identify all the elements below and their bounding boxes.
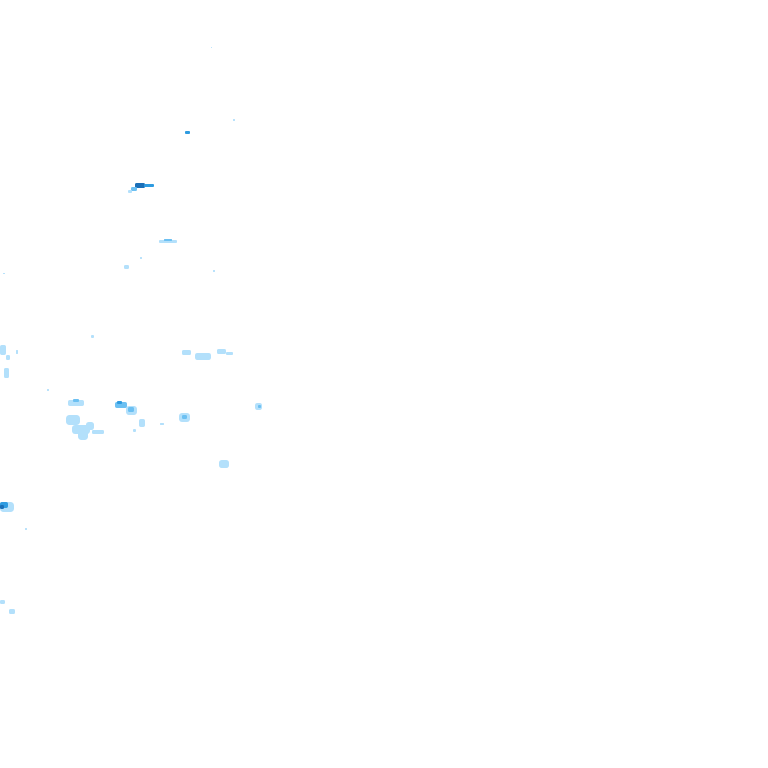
precip-echo-light <box>9 609 15 614</box>
precip-echo-medium <box>258 405 261 408</box>
precip-echo-light <box>213 270 215 272</box>
precip-echo-light <box>91 335 94 338</box>
precip-echo-light <box>159 240 177 243</box>
precip-echo-light <box>139 419 145 427</box>
precip-echo-strong <box>185 131 190 134</box>
precip-echo-light <box>226 352 233 355</box>
precip-echo-medium <box>182 415 187 419</box>
precip-echo-light <box>211 47 212 48</box>
precip-echo-light <box>6 355 10 360</box>
precip-echo-light <box>3 273 5 274</box>
precip-echo-light <box>133 429 136 432</box>
precip-echo-light <box>16 350 18 354</box>
precip-echo-strong <box>144 184 154 187</box>
precip-echo-light <box>182 350 191 355</box>
precip-echo-light <box>124 265 129 269</box>
precip-echo-light <box>0 345 6 355</box>
precip-echo-light <box>25 528 27 530</box>
precip-echo-light <box>86 422 94 430</box>
precip-echo-light <box>219 460 229 468</box>
precip-echo-heavy <box>0 505 4 509</box>
precip-echo-light <box>140 257 142 259</box>
precip-echo-light <box>66 415 80 425</box>
precipitation-echoes <box>0 47 262 614</box>
precip-echo-light <box>78 430 88 440</box>
precip-echo-medium <box>164 239 172 241</box>
precip-echo-light <box>68 400 84 406</box>
precip-echo-strong <box>117 401 122 404</box>
precip-echo-light <box>128 190 132 193</box>
precip-echo-light <box>233 119 235 121</box>
precip-echo-light <box>217 349 226 354</box>
precip-echo-heavy <box>135 183 145 188</box>
precip-echo-light <box>92 430 104 434</box>
precip-echo-medium <box>73 399 79 402</box>
precip-echo-light <box>195 353 211 360</box>
precip-echo-medium <box>131 187 137 191</box>
precip-echo-medium <box>128 407 134 412</box>
precip-echo-light <box>47 389 49 391</box>
precip-echo-light <box>0 600 5 604</box>
precip-echo-light <box>4 368 9 378</box>
precip-echo-light <box>160 423 164 425</box>
